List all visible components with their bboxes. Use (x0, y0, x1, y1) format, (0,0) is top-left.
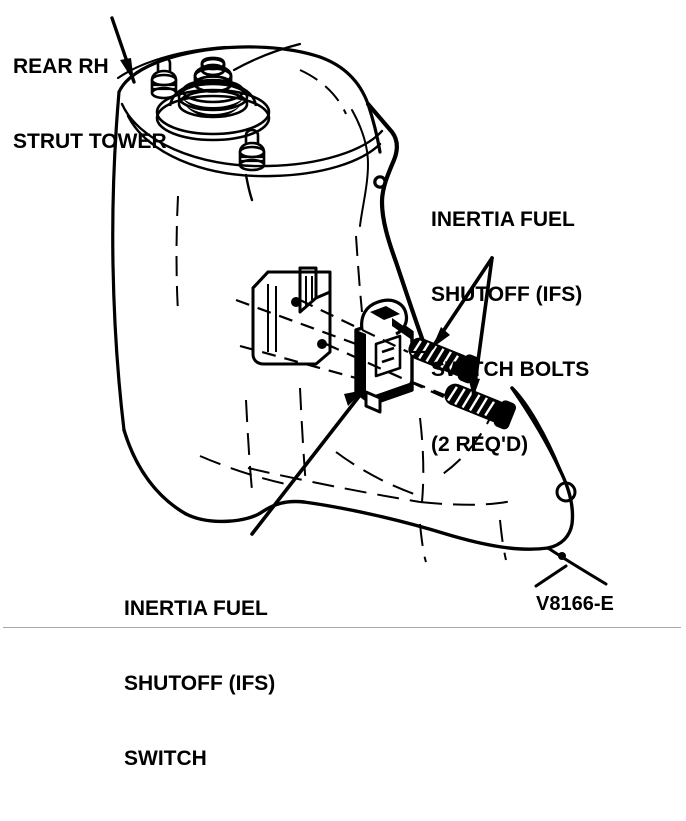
body-right-edge (510, 386, 562, 472)
label-ifs-switch: INERTIA FUEL SHUTOFF (IFS) SWITCH (124, 546, 275, 821)
label-strut-tower-line-1: REAR RH (13, 55, 109, 78)
body-hole-lower-ring (555, 481, 577, 503)
label-ifs-switch-bolts: INERTIA FUEL SHUTOFF (IFS) SWITCH BOLTS … (431, 157, 589, 507)
ifs-switch-bolt-lower (444, 383, 517, 430)
bracket-hole-upper (291, 297, 301, 307)
bracket-hole-lower (317, 339, 327, 349)
stud-thread-lines-right (241, 155, 263, 163)
label-ifs-bolts-line-4: (2 REQ'D) (431, 433, 529, 456)
body-flange-edge (365, 101, 427, 347)
body-hole-upper (373, 175, 387, 189)
label-ifs-bolts-line-3: SWITCH BOLTS (431, 358, 590, 381)
technical-diagram: REAR RH STRUT TOWER INERTIA FUEL SHUTOFF… (3, 4, 681, 770)
tower-hidden-lines (175, 69, 363, 313)
leader-ifs-bolts (430, 256, 494, 400)
figure-code-tick (534, 564, 568, 588)
switch-terminal (364, 390, 382, 414)
diagram-artwork (110, 16, 608, 588)
label-ifs-switch-line-3: SWITCH (124, 747, 207, 770)
label-strut-tower-line-2: STRUT TOWER (13, 130, 167, 153)
label-rear-rh-strut-tower: REAR RH STRUT TOWER (13, 4, 167, 204)
ifs-switch-body (354, 298, 414, 414)
strut-center-nut (193, 56, 233, 93)
strut-mount-stud-left (150, 56, 178, 100)
bracket-shading (267, 276, 313, 352)
figure-code: V8166-E (536, 593, 614, 615)
switch-mounting-bracket (251, 266, 332, 366)
page-divider-rule (3, 627, 681, 628)
stud-thread-lines-left (153, 83, 175, 91)
body-lower-right-tail (546, 546, 608, 586)
body-flange-inner-line (351, 109, 370, 227)
strut-tower-top-deck (120, 102, 384, 202)
switch-top-detail (370, 306, 400, 320)
leader-ifs-switch (250, 388, 366, 536)
strut-mount-shading (182, 98, 244, 117)
assembly-alignment-lines (235, 298, 453, 400)
label-ifs-switch-line-1: INERTIA FUEL (124, 597, 268, 620)
strut-mount-stud-right (238, 128, 266, 172)
label-ifs-bolts-line-1: INERTIA FUEL (431, 208, 575, 231)
label-ifs-switch-line-2: SHUTOFF (IFS) (124, 672, 276, 695)
label-ifs-bolts-line-2: SHUTOFF (IFS) (431, 283, 583, 306)
leader-strut-tower (110, 16, 302, 84)
